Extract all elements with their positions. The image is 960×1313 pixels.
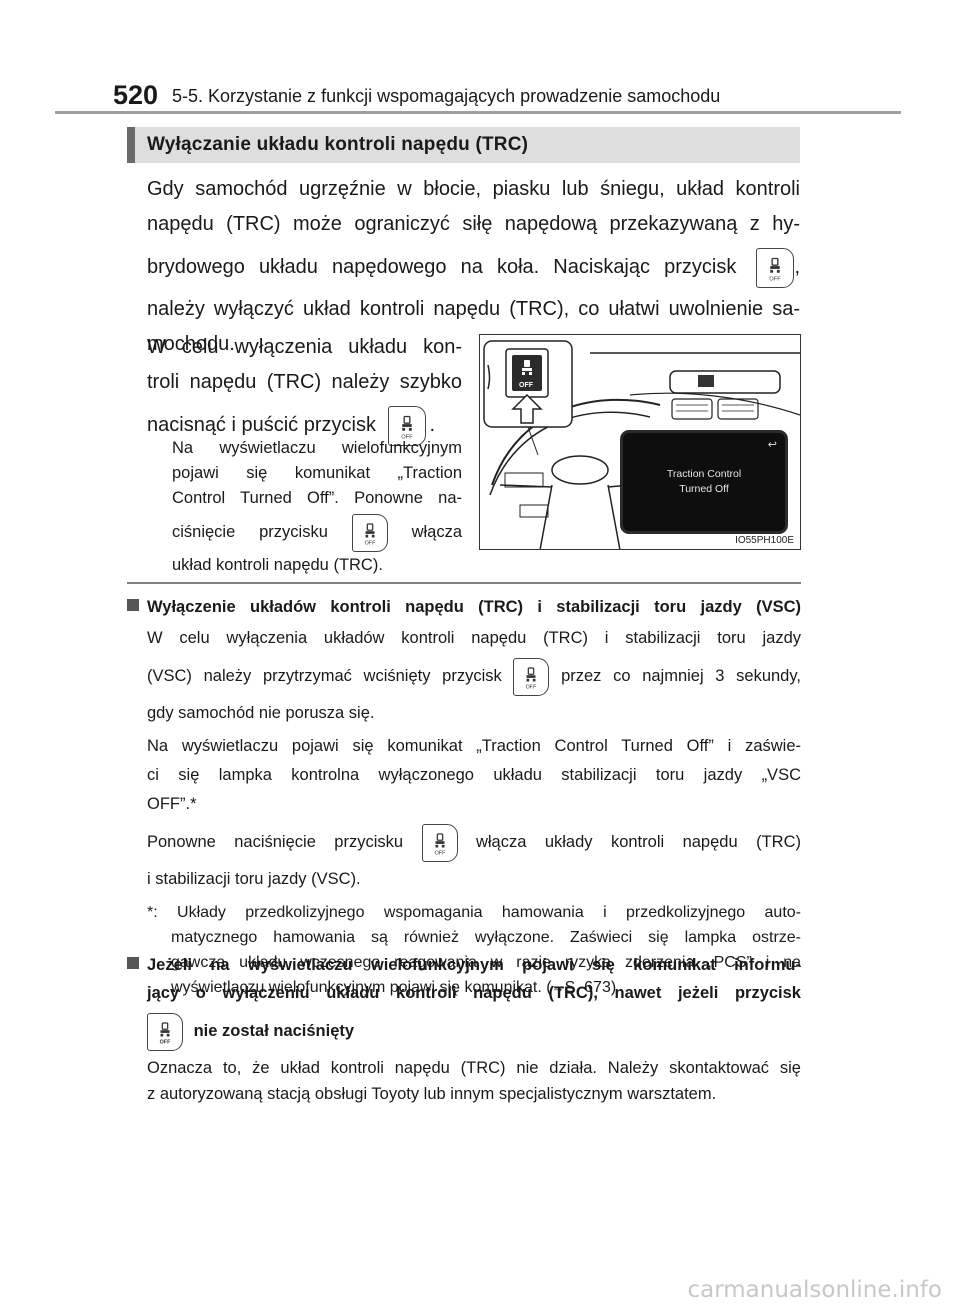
trc-off-button-icon: OFF: [387, 405, 426, 446]
intro-line: mochodu.: [147, 333, 235, 355]
trc-glyph: OFF: [160, 1022, 171, 1045]
warning-heading-line: jący o wyłączeniu układu kontroli napędu…: [147, 984, 801, 1002]
section-heading-text: Wyłączanie układu kontroli napędu (TRC): [147, 134, 529, 155]
warning-section: Jeżeli na wyświetlaczu wielofunkcyjnym p…: [127, 951, 801, 1107]
trc-glyph: OFF: [364, 523, 376, 546]
warning-body: Oznacza to, że układ kontroli napędu (TR…: [147, 1055, 801, 1107]
note-text: włącza: [411, 523, 462, 541]
running-title: 5-5. Korzystanie z funkcji wspomagającyc…: [172, 86, 721, 106]
display-message-line: Turned Off: [679, 483, 729, 495]
note-line: pojawi się komunikat „Traction: [172, 464, 462, 482]
warning-heading-text: nie został naciśnięty: [193, 1022, 355, 1040]
warning-heading-line: OFF nie został naciśnięty: [147, 1007, 801, 1055]
vsc-heading-text: Wyłączenie układów kontroli napędu (TRC)…: [147, 598, 801, 616]
vsc-text: włącza układy kontroli napędu (TRC): [475, 833, 801, 851]
step-line: troli napędu (TRC) należy szybko: [147, 371, 462, 393]
display-message-line: Traction Control: [666, 468, 742, 480]
note-line: Na wyświetlaczu wielofunkcyjnym: [172, 439, 462, 457]
intro-line: napędu (TRC) może ograniczyć siłę napędo…: [147, 213, 800, 235]
trc-glyph: OFF: [770, 257, 782, 282]
step-line: W celu wyłączenia układu kon-: [147, 336, 462, 358]
footnote-line: wyświetlaczu wielofunkcyjnym pojawi się …: [171, 975, 801, 1000]
note-line: ciśnięcie przycisku OFF włącza: [172, 511, 462, 553]
vsc-line: Na wyświetlaczu pojawi się komunikat „Tr…: [147, 737, 801, 755]
vsc-line: OFF”.*: [147, 795, 197, 813]
trc-off-button-icon: OFF: [421, 823, 458, 862]
vsc-line: (VSC) należy przytrzymać wciśnięty przyc…: [147, 653, 801, 699]
vsc-text: przez co najmniej 3 sekundy,: [561, 667, 801, 685]
intro-line: brydowego układu napędowego na koła. Nac…: [147, 242, 800, 292]
trc-glyph-label: OFF: [160, 1039, 171, 1045]
dashboard-drawing: [483, 340, 800, 549]
vsc-line: i stabilizacji toru jazdy (VSC).: [147, 870, 361, 888]
footnote-line: *: Układy przedkolizyjnego wspomagania h…: [147, 904, 801, 921]
vsc-line: gdy samochód nie porusza się.: [147, 704, 375, 722]
intro-text: brydowego układu napędowego na koła. Nac…: [147, 256, 737, 278]
square-bullet-icon: [127, 599, 139, 611]
figure-code: IO55PH100E: [735, 535, 794, 546]
step-note: Na wyświetlaczu wielofunkcyjnym pojawi s…: [172, 436, 462, 578]
vsc-line: Ponowne naciśnięcie przycisku OFF włącza…: [147, 819, 801, 865]
vsc-line: W celu wyłączenia układów kontroli napęd…: [147, 629, 801, 647]
warning-line: z autoryzowaną stacją obsługi Toyoty lub…: [147, 1085, 717, 1103]
note-text: ciśnięcie przycisku: [172, 523, 328, 541]
page-number: 520: [113, 80, 159, 110]
trc-glyph: OFF: [526, 667, 537, 690]
warning-heading: Jeżeli na wyświetlaczu wielofunkcyjnym p…: [127, 951, 801, 1055]
callout-button-label: OFF: [519, 382, 533, 389]
footnote-line: matycznego hamowania są również wyłączon…: [171, 929, 801, 946]
warning-heading-text: Jeżeli na wyświetlaczu wielofunkcyjnym p…: [147, 956, 801, 974]
square-bullet-icon: [127, 957, 139, 969]
trc-glyph: OFF: [401, 415, 413, 440]
step-paragraph: W celu wyłączenia układu kon- troli napę…: [147, 330, 462, 450]
back-icon: ↩: [767, 439, 777, 451]
arrow-right-icon: →: [551, 980, 565, 995]
footnote-line: gawcza układu wczesnego reagowania w raz…: [171, 954, 801, 971]
multi-information-display: ↩ Traction Control Turned Off: [620, 430, 788, 534]
page-reference-link[interactable]: S. 673): [564, 979, 617, 996]
header-rule: [55, 111, 901, 114]
section-heading: Wyłączanie układu kontroli napędu (TRC): [127, 127, 800, 163]
warning-heading-line: Jeżeli na wyświetlaczu wielofunkcyjnym p…: [127, 951, 801, 979]
trc-off-button-icon: OFF: [351, 513, 388, 552]
vsc-line: ci się lampka kontrolna wyłączonego ukła…: [147, 766, 801, 784]
trc-glyph-label: OFF: [770, 276, 782, 282]
note-line: układ kontroli napędu (TRC).: [172, 556, 383, 574]
section-divider: [127, 582, 801, 584]
trc-glyph-label: OFF: [526, 684, 537, 690]
trc-off-button-icon: OFF: [756, 247, 795, 288]
trc-glyph-label: OFF: [364, 540, 375, 546]
intro-line: Gdy samochód ugrzęźnie w błocie, piasku …: [147, 178, 800, 200]
vsc-text: Ponowne naciśnięcie przycisku: [147, 833, 404, 851]
vsc-heading: Wyłączenie układów kontroli napędu (TRC)…: [127, 594, 801, 620]
trc-off-button-icon: OFF: [147, 1012, 183, 1051]
trc-glyph-label: OFF: [434, 850, 445, 856]
trc-glyph-label: OFF: [401, 434, 413, 440]
warning-line: Oznacza to, że układ kontroli napędu (TR…: [147, 1059, 801, 1077]
step-text: .: [429, 414, 436, 436]
intro-text: ,: [794, 256, 800, 278]
dashboard-illustration: OFF ↩ Traction Control Turned Off IO55PH…: [479, 334, 801, 550]
trc-off-button-icon: OFF: [513, 657, 550, 696]
footnote: *: Układy przedkolizyjnego wspomagania h…: [147, 900, 801, 1000]
intro-line: należy wyłączyć układ kontroli napędu (T…: [147, 298, 800, 320]
note-line: Control Turned Off”. Ponowne na-: [172, 489, 462, 507]
vsc-section: Wyłączenie układów kontroli napędu (TRC)…: [127, 594, 801, 1000]
vsc-body: W celu wyłączenia układów kontroli napęd…: [147, 624, 801, 1000]
step-line: nacisnąć i puścić przycisk OFF.: [147, 400, 462, 450]
watermark: carmanualsonline.info: [687, 1277, 942, 1303]
trc-glyph: OFF: [434, 833, 446, 856]
step-text: nacisnąć i puścić przycisk: [147, 414, 376, 436]
intro-paragraph: Gdy samochód ugrzęźnie w błocie, piasku …: [147, 172, 800, 362]
vsc-text: (VSC) należy przytrzymać wciśnięty przyc…: [147, 667, 502, 685]
footnote-text: wyświetlaczu wielofunkcyjnym pojawi się …: [171, 979, 552, 996]
